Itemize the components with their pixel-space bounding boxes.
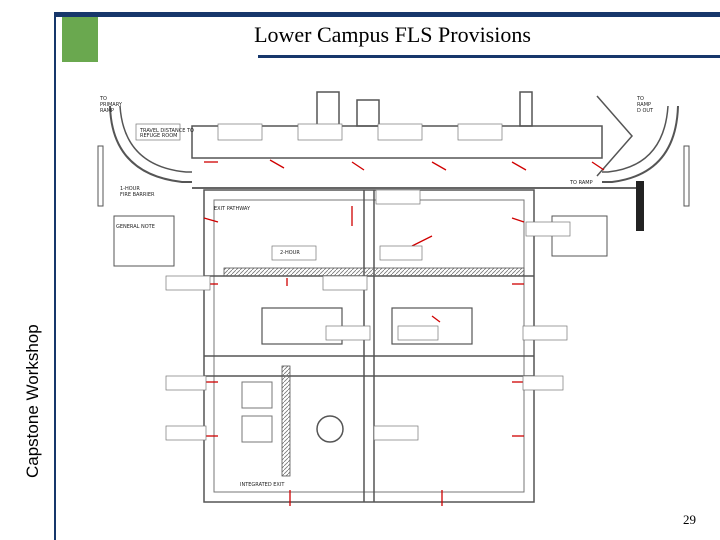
- header-rule: [55, 12, 720, 17]
- ramp-out-curve: [602, 105, 679, 183]
- floor-plan-drawing: TO PRIMARY RAMP TO RAMP D OUT TO RAMP 1-…: [97, 91, 690, 506]
- label-d-out: D OUT: [637, 108, 654, 114]
- label-fire-barrier: FIRE BARRIER: [120, 192, 155, 198]
- label-ramp-1: RAMP: [100, 108, 114, 114]
- label-exit-pathway: EXIT PATHWAY: [214, 206, 251, 212]
- page-number: 29: [683, 512, 696, 527]
- primary-ramp-curve: [109, 105, 192, 183]
- label-integrated-exit: INTEGRATED EXIT: [240, 482, 285, 488]
- label-travel-distance: TRAVEL DISTANCE TO: [139, 128, 194, 134]
- title-underline: [258, 55, 720, 58]
- exit-markers: [203, 159, 605, 506]
- slide-title: Lower Campus FLS Provisions: [254, 22, 531, 47]
- label-refuge-room: REFUGE ROOM: [140, 133, 177, 139]
- building-outline: [203, 189, 535, 503]
- label-2-hour: 2-HOUR: [280, 250, 300, 256]
- label-to-ramp: TO RAMP: [569, 180, 593, 186]
- label-primary: PRIMARY: [100, 102, 123, 108]
- label-general-note: GENERAL NOTE: [116, 224, 155, 230]
- hatched-corridor-vertical: [281, 365, 291, 477]
- decorative-green-block: [62, 14, 98, 62]
- hatched-corridor: [223, 267, 525, 277]
- label-to-2: TO: [636, 96, 644, 102]
- label-1-hour: 1-HOUR: [120, 186, 140, 192]
- label-ramp-2: RAMP: [637, 102, 651, 108]
- label-to-1: TO: [99, 96, 107, 102]
- vertical-label: Capstone Workshop: [23, 324, 42, 478]
- left-rule: [54, 12, 56, 540]
